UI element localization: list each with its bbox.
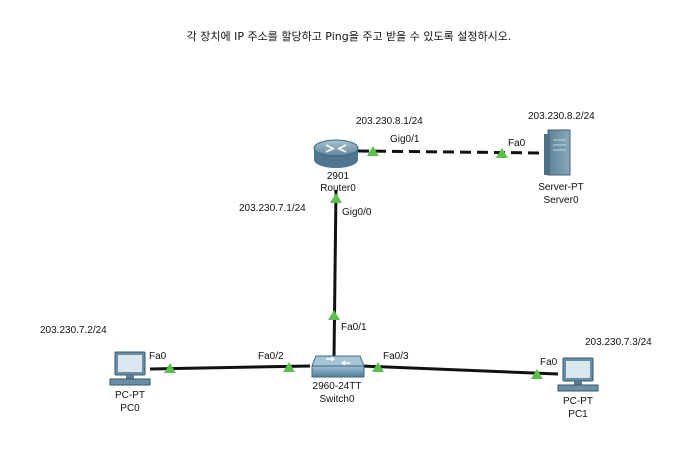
port-label-switch-fa01: Fa0/1 — [341, 322, 367, 333]
pc0-name-label: PC0 — [120, 403, 140, 414]
instruction-text: 각 장치에 IP 주소를 할당하고 Ping을 주고 받을 수 있도록 설정하시… — [186, 30, 512, 43]
link-router-server[interactable] — [357, 149, 541, 155]
port-label-switch-fa02: Fa0/2 — [258, 351, 284, 362]
pc1-icon[interactable] — [557, 357, 599, 392]
pc0-icon[interactable] — [109, 351, 151, 386]
server-model-label: Server-PT — [538, 182, 584, 193]
ip-label-server: 203.230.8.2/24 — [528, 111, 595, 122]
link-status-switch-fa01 — [328, 310, 340, 320]
link-status-switch-fa02 — [283, 362, 295, 372]
ip-label-pc0: 203.230.7.2/24 — [40, 325, 107, 336]
router-model-label: 2901 — [326, 171, 350, 182]
link-switch-pc1[interactable] — [361, 364, 559, 376]
pc0-model-label: PC-PT — [115, 390, 145, 401]
switch-model-label: 2960-24TT — [312, 381, 362, 392]
link-status-router-gig00 — [330, 193, 342, 203]
port-label-router-gig00: Gig0/0 — [342, 207, 372, 218]
port-label-pc0-fa0: Fa0 — [149, 351, 167, 362]
port-label-server-fa0: Fa0 — [508, 138, 526, 149]
pc1-model-label: PC-PT — [563, 396, 593, 407]
link-status-pc0-fa0 — [164, 363, 176, 373]
link-router-switch[interactable] — [332, 189, 338, 359]
ip-label-router-gig00: 203.230.7.1/24 — [239, 203, 306, 214]
port-label-pc1-fa0: Fa0 — [540, 357, 558, 368]
server-name-label: Server0 — [543, 195, 579, 206]
switch-icon[interactable] — [311, 355, 365, 378]
link-status-switch-fa03 — [372, 362, 384, 372]
link-status-router-gig01 — [367, 146, 379, 156]
ip-label-router-gig01: 203.230.8.1/24 — [356, 116, 423, 127]
link-status-pc1-fa0 — [531, 369, 543, 379]
port-label-router-gig01: Gig0/1 — [390, 134, 420, 145]
switch-name-label: Switch0 — [319, 394, 355, 405]
pc1-name-label: PC1 — [568, 409, 588, 420]
ip-label-pc1: 203.230.7.3/24 — [585, 337, 652, 348]
server-icon[interactable] — [544, 129, 571, 176]
router-name-label: Router0 — [320, 183, 356, 194]
router-icon[interactable] — [313, 139, 359, 168]
link-pc0-switch[interactable] — [149, 364, 311, 371]
port-label-switch-fa03: Fa0/3 — [383, 351, 409, 362]
link-status-server-fa0 — [496, 148, 508, 158]
